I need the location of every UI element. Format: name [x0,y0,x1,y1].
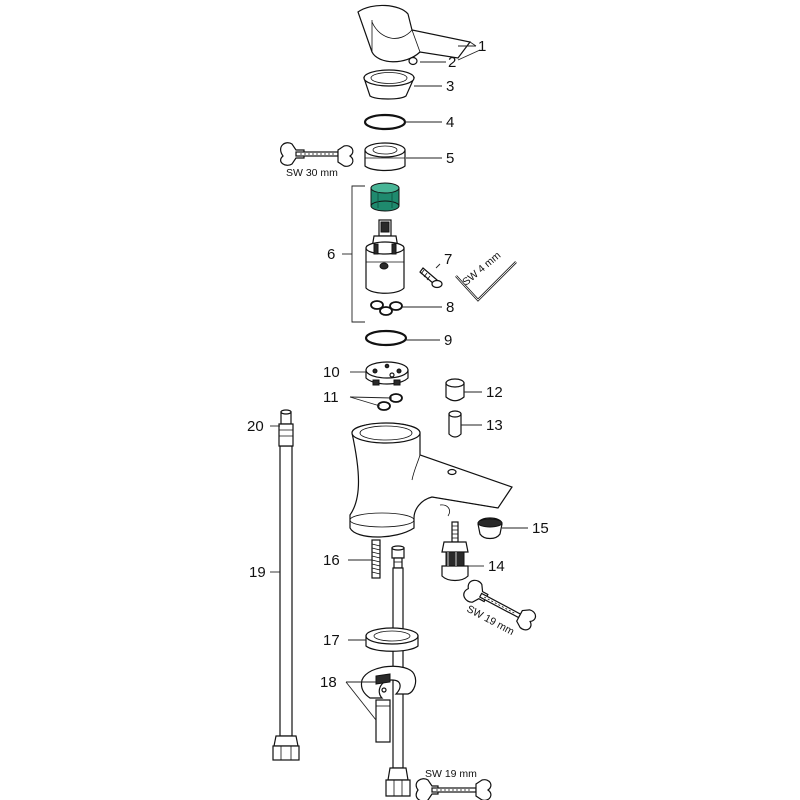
part-2-grub-screw [408,56,418,66]
part-6-bracket [342,185,365,323]
part-1-lever-handle [357,4,472,63]
callout-8: 8 [446,299,454,316]
part-9-o-ring [364,329,408,347]
wrench-sw19-bottom-icon [415,778,492,800]
callout-4: 4 [446,114,454,131]
part-6-cartridge-adapter-ring [370,182,400,212]
callout-13: 13 [486,417,503,434]
callout-12: 12 [486,384,503,401]
callout-6: 6 [327,246,335,263]
part-7-screw [419,267,443,289]
callout-3: 3 [446,78,454,95]
callout-14: 14 [488,558,505,575]
callout-18: 18 [320,674,337,691]
part-20-hose-fitting [272,409,300,761]
part-4-o-ring [363,113,407,131]
callout-1: 1 [478,38,486,55]
part-13-sleeve [448,410,462,438]
wrench-sw19-right-icon [463,579,537,631]
part-17-nut-ring [365,627,419,652]
part-3-cover-ring [363,69,415,100]
part-15-aerator [477,517,503,540]
part-19-supply-hose [279,445,293,737]
callout-2: 2 [448,54,456,71]
part-14-cartridge [441,521,469,582]
callout-5: 5 [446,150,454,167]
part-8-o-rings [370,300,403,316]
callout-11: 11 [323,389,339,406]
callout-10: 10 [323,364,340,381]
callout-17: 17 [323,632,340,649]
part-6-cartridge [365,219,405,294]
wrench-sw30-label: SW 30 mm [286,167,338,179]
leader-lines [270,41,528,721]
part-5-threaded-nut [364,142,406,172]
part-12-cap [445,378,465,402]
callout-9: 9 [444,332,452,349]
wrench-sw30-icon [280,142,354,167]
callout-16: 16 [323,552,340,569]
part-16-threaded-stud [371,539,381,579]
callout-15: 15 [532,520,549,537]
part-10-base-plate [365,361,409,386]
callout-7: 7 [444,251,452,268]
wrench-sw19-bottom-label: SW 19 mm [425,768,477,780]
callout-19: 19 [249,564,266,581]
callout-20: 20 [247,418,264,435]
hex-key-sw4-icon [455,261,517,302]
part-faucet-body [349,422,513,538]
part-18-mounting-plate [360,665,417,743]
callout-numbers: 1 2 3 4 5 6 7 8 9 10 11 12 13 14 15 16 1… [247,38,549,691]
part-11-seals [377,393,403,411]
